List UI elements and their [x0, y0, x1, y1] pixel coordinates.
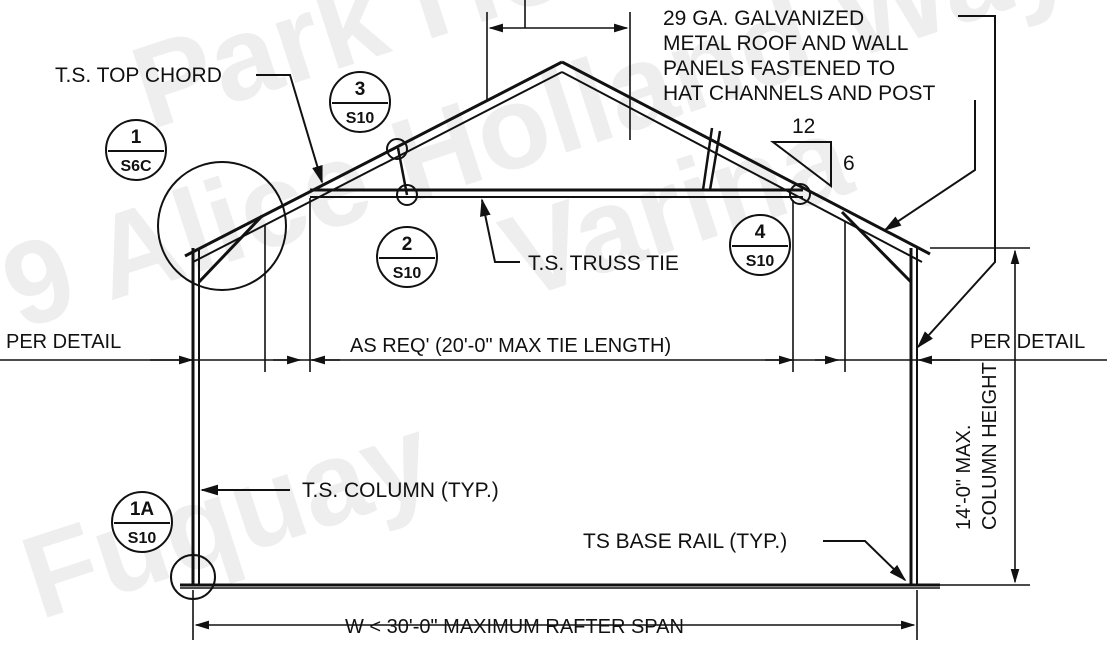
truss-tie-label: T.S. TRUSS TIE	[528, 252, 679, 275]
callout-1a-number: 1A	[130, 499, 155, 520]
callout-bubble-1: 1 S6C	[105, 119, 167, 181]
tie-length-label: AS REQ' (20'-0" MAX TIE LENGTH)	[350, 335, 671, 357]
callout-1a-sheet: S10	[128, 530, 157, 547]
callout-1-number: 1	[131, 127, 142, 148]
roof-panels-note-line-1: 29 GA. GALVANIZED	[663, 7, 864, 30]
roof-panels-note-line-2: METAL ROOF AND WALL	[663, 32, 908, 55]
right-rafter	[561, 60, 931, 256]
left-rafter	[184, 60, 563, 258]
base-rail-label: TS BASE RAIL (TYP.)	[583, 530, 787, 553]
callout-bubble-4: 4 S10	[729, 214, 791, 276]
roof-panels-note-line-3: PANELS FASTENED TO	[663, 57, 895, 80]
detail-circle-2	[396, 184, 418, 206]
watermark-line-4: Fuquay	[7, 390, 447, 645]
top-chord-label: T.S. TOP CHORD	[55, 64, 222, 87]
column-height-label-2: COLUMN HEIGHT	[979, 362, 1001, 530]
callout-4-number: 4	[755, 222, 766, 243]
rafter-span-label: W < 30'-0" MAXIMUM RAFTER SPAN	[345, 616, 684, 638]
callout-3-sheet: S10	[346, 110, 375, 127]
right-knee-brace	[840, 210, 913, 284]
pitch-run-label: 12	[792, 115, 815, 138]
callout-1-sheet: S6C	[120, 158, 152, 175]
detail-circle-1	[157, 161, 287, 291]
column-label: T.S. COLUMN (TYP.)	[302, 479, 499, 502]
callout-2-sheet: S10	[393, 265, 422, 282]
per-detail-left-label: PER DETAIL	[6, 331, 121, 353]
callout-bubble-2: 2 S10	[376, 226, 438, 288]
detail-circle-3	[386, 138, 408, 160]
pitch-rise-label: 6	[843, 152, 855, 175]
roof-panels-note-line-4: HAT CHANNELS AND POST	[663, 82, 935, 105]
callout-4-sheet: S10	[746, 253, 775, 270]
callout-3-number: 3	[355, 79, 366, 100]
callout-bubble-1a: 1A S10	[111, 491, 173, 553]
detail-circle-4	[789, 183, 811, 205]
per-detail-right-label: PER DETAIL	[970, 331, 1085, 353]
left-knee-brace	[197, 214, 264, 284]
roof-pitch-indicator: 12 6	[770, 115, 855, 189]
column-height-label-1: 14'-0" MAX.	[953, 425, 975, 530]
callout-2-number: 2	[402, 234, 413, 255]
callout-bubble-3: 3 S10	[329, 71, 391, 133]
